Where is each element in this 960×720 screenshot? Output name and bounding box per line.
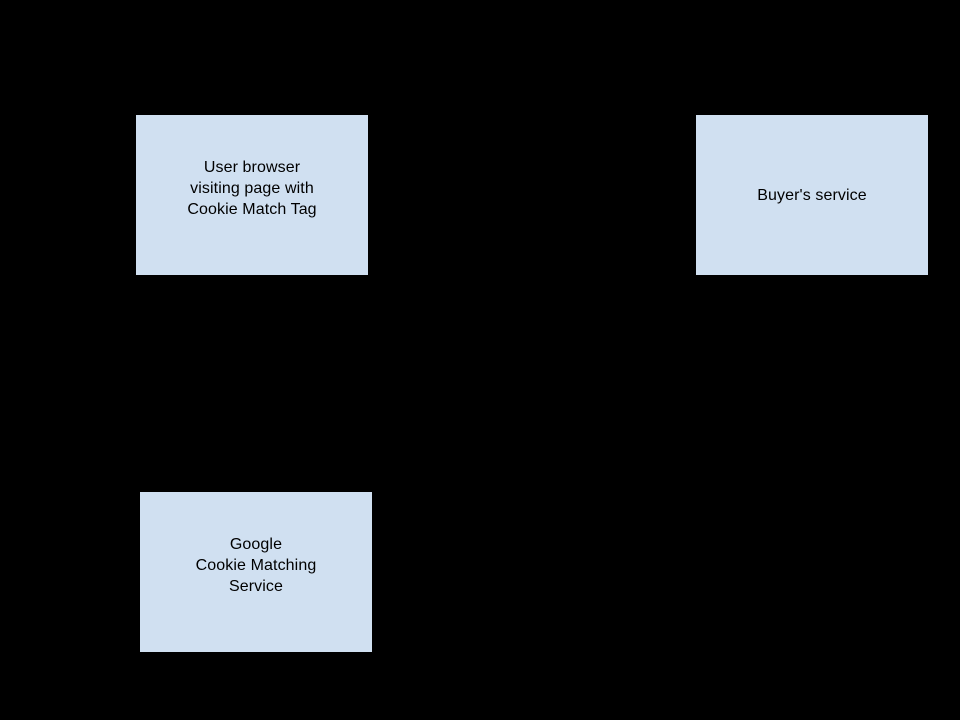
node-google-cookie-matching-service[interactable]: Google Cookie Matching Service [140, 492, 372, 652]
node-user-browser[interactable]: User browser visiting page with Cookie M… [136, 115, 368, 275]
node-buyers-service[interactable]: Buyer's service [696, 115, 928, 275]
node-google-cookie-matching-service-label: Google Cookie Matching Service [195, 535, 317, 595]
node-buyers-service-label: Buyer's service [757, 186, 867, 204]
node-user-browser-label: User browser visiting page with Cookie M… [187, 158, 317, 218]
